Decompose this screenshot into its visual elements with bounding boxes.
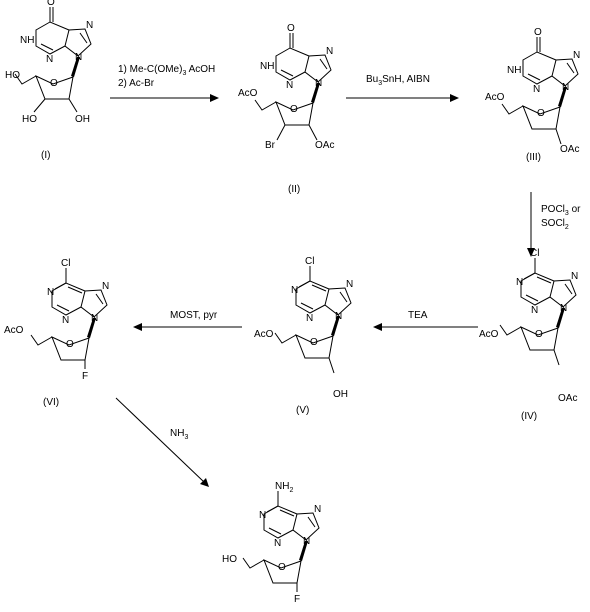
- compound-1: O NH N N N HO O HO OH (I): [5, 0, 93, 161]
- c7-n1: N: [259, 510, 266, 521]
- c2-ring-o: O: [290, 104, 298, 115]
- c1-n3: N: [46, 54, 53, 65]
- c1-oh5: HO: [5, 70, 20, 81]
- c6-cl: Cl: [61, 258, 70, 269]
- c5-n7: N: [346, 279, 353, 290]
- c1-oh3: HO: [22, 114, 37, 125]
- c6-number: (VI): [43, 397, 59, 408]
- arrow-step-4: [373, 323, 478, 331]
- compound-5: Cl N N N N AcO O OH (V): [254, 256, 353, 416]
- c4-n7: N: [571, 271, 578, 282]
- c3-ring-o: O: [537, 108, 545, 119]
- c7-ring-o: O: [278, 562, 286, 573]
- reagent-step-5: MOST, pyr: [170, 310, 218, 321]
- c2-br: Br: [265, 140, 276, 151]
- c3-nh: NH: [507, 65, 521, 76]
- compound-7: NH2 N N N N HO O F: [222, 481, 321, 605]
- c4-cl: Cl: [530, 248, 539, 259]
- c6-n7: N: [102, 281, 109, 292]
- c6-oac5: AcO: [4, 325, 24, 336]
- reagent-step-2: Bu3SnH, AIBN: [366, 74, 430, 87]
- c1-n9: N: [75, 52, 82, 63]
- c5-oac5: AcO: [254, 329, 274, 340]
- c3-n3: N: [533, 84, 540, 95]
- c2-carbonyl-o: O: [287, 23, 295, 34]
- c1-oh2: OH: [75, 114, 90, 125]
- c5-cl: Cl: [305, 256, 314, 267]
- c1-number: (I): [41, 150, 50, 161]
- c6-ring-o: O: [66, 339, 74, 350]
- c2-oac5: AcO: [238, 88, 258, 99]
- c2-n9: N: [315, 78, 322, 89]
- c2-nh: NH: [260, 61, 274, 72]
- c6-f: F: [82, 371, 88, 382]
- c4-n1: N: [516, 277, 523, 288]
- arrow-step-2: [346, 94, 459, 102]
- c7-nh2: NH2: [275, 481, 293, 494]
- c6-n9: N: [91, 313, 98, 324]
- c6-n1: N: [47, 287, 54, 298]
- c5-oh2: OH: [333, 389, 348, 400]
- arrow-step-6: [115, 397, 209, 487]
- arrow-step-3: [527, 192, 535, 257]
- c7-n9: N: [303, 536, 310, 547]
- c4-number: (IV): [521, 411, 537, 422]
- compound-3: O NH N N N AcO O OAc (III): [485, 27, 580, 163]
- c1-n7: N: [86, 20, 93, 31]
- reagent-step-6: NH3: [170, 428, 188, 441]
- arrow-step-1: [110, 94, 219, 102]
- c5-number: (V): [296, 405, 309, 416]
- c1-ring-o: O: [50, 78, 58, 89]
- reagent-step-4: TEA: [408, 310, 428, 321]
- c2-n3: N: [286, 80, 293, 91]
- c4-ring-o: O: [535, 329, 543, 340]
- c3-n7: N: [573, 50, 580, 61]
- c5-n3: N: [306, 313, 313, 324]
- reagent-step-3-line-1: POCl3 or: [541, 204, 581, 217]
- c6-n3: N: [62, 315, 69, 326]
- c2-n7: N: [326, 46, 333, 57]
- c7-f: F: [294, 594, 300, 605]
- compound-6: Cl N N N N AcO O F (VI): [4, 258, 109, 408]
- c4-n9: N: [560, 303, 567, 314]
- c5-n1: N: [291, 285, 298, 296]
- c5-n9: N: [335, 311, 342, 322]
- c7-n7: N: [314, 504, 321, 515]
- reagent-step-1-line-1: 1) Me-C(OMe)3 AcOH: [118, 64, 215, 77]
- c4-oac5: AcO: [479, 329, 499, 340]
- c3-number: (III): [526, 152, 541, 163]
- c3-n9: N: [562, 82, 569, 93]
- c1-nh: NH: [20, 35, 34, 46]
- c3-oac5: AcO: [485, 92, 505, 103]
- c4-oac2: OAc: [558, 393, 577, 404]
- c7-oh5: HO: [222, 554, 237, 565]
- arrow-step-5: [133, 323, 242, 331]
- c2-oac2: OAc: [315, 140, 334, 151]
- c5-ring-o: O: [310, 337, 318, 348]
- c1-carbonyl-o: O: [47, 0, 55, 8]
- c4-n3: N: [531, 305, 538, 316]
- c3-carbonyl-o: O: [534, 27, 542, 38]
- reagent-step-3-line-2: SOCl2: [541, 218, 569, 231]
- reagent-step-1-line-2: 2) Ac-Br: [118, 78, 155, 89]
- compound-2: O NH N N N AcO O Br OAc (II): [238, 23, 334, 195]
- compound-4: Cl N N N N AcO O OAc (IV): [479, 248, 578, 422]
- c7-n3: N: [274, 538, 281, 549]
- c3-oac2: OAc: [560, 144, 579, 155]
- c2-number: (II): [288, 184, 300, 195]
